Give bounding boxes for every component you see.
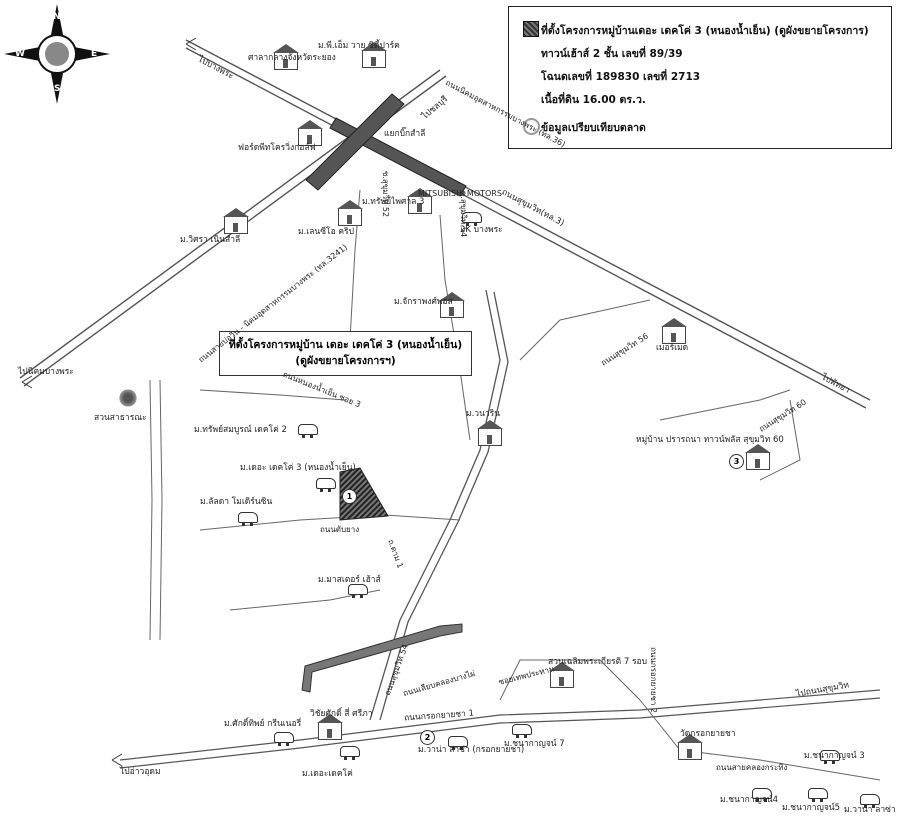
- legend-market: ข้อมูลเปรียบเทียบตลาด: [541, 122, 646, 134]
- ford-icon: [297, 120, 323, 146]
- car-icon: [860, 794, 880, 808]
- label-park: สวนสาธารณะ: [94, 413, 147, 423]
- legend-line2: ทาวน์เฮ้าส์ 2 ชั้น เลขที่ 89/39: [541, 48, 683, 60]
- market-circle-icon: [523, 118, 540, 135]
- house-icon: [223, 208, 249, 234]
- label-m-chan5: ม.ชนากาญจน์5: [782, 803, 841, 813]
- house-icon: [439, 292, 465, 318]
- label-m-masterd: ม.มาสเตอร์ เฮ้าส์: [318, 575, 381, 585]
- compass-s: S: [54, 84, 61, 94]
- car-icon: [274, 732, 294, 746]
- label-m-sakdi: ม.ศักดิ์ทิพย์ กรีนเนอรี่: [224, 719, 302, 729]
- label-vichai: วิชัยศักดิ์ สี่ ศรีภา: [310, 709, 373, 719]
- label-m-laddarom: ม.ลัลดา โมเดิร์นซิน: [200, 497, 273, 507]
- label-soi-tabyang: ถนนตับยาง: [320, 525, 360, 534]
- label-kroksong: ถนนสายคลองกระทิง: [716, 763, 788, 772]
- label-m-wanrin: ม.วนาริน: [466, 409, 501, 419]
- car-icon: [298, 424, 318, 438]
- car-icon: [512, 724, 532, 738]
- building-icon: [273, 44, 299, 70]
- project-swatch: [523, 21, 539, 37]
- label-m-pm: ม.พี.เอ็ม วาย ซิตี้ปาร์ค: [318, 41, 400, 51]
- label-m-chan4: ม.ชนากาญจน์4: [720, 795, 779, 805]
- car-icon: [808, 788, 828, 802]
- house-icon: [477, 420, 503, 446]
- label-m-chan3: ม.ชนากาญจน์ 3: [804, 751, 865, 761]
- building-icon: [317, 714, 343, 740]
- house-icon: [337, 200, 363, 226]
- label-soi52: ซ.สุขุมวิท 52: [381, 170, 391, 218]
- label-m-decco3: ม.เดอะ เดคโค่ 3 (หนองน้ำเย็น): [240, 463, 356, 473]
- legend-line4: เนื้อที่ดิน 16.00 ตร.ว.: [541, 94, 646, 106]
- park-tree-icon: [118, 388, 138, 408]
- label-soi-krathing: ถนนกรอกยายชา 2: [649, 647, 658, 713]
- label-seven: เมอร์เมด: [656, 343, 689, 353]
- car-icon: [462, 212, 482, 226]
- label-2k: 2K บางพระ: [460, 225, 503, 235]
- marker-3: 3: [729, 454, 744, 469]
- car-icon: [340, 746, 360, 760]
- car-icon: [820, 750, 840, 764]
- label-m-wisara: ม.วิศรา เนินสำลี: [180, 235, 241, 245]
- project-callout-line2: (ดูผังขยายโครงการฯ): [295, 355, 396, 367]
- label-m-sappaisal: ม.ทรัพย์ไพศาล 3: [362, 197, 425, 207]
- label-pagoda: สวนเฉลิมพระเกียรติ 7 รอบ: [548, 657, 648, 667]
- house-icon: [745, 444, 771, 470]
- compass-n: N: [53, 12, 61, 22]
- label-m-decco: ม.เดอะเดคโค่: [302, 769, 353, 779]
- label-m-wanna: ม.วาน่า ลาซ่า (กรอกยายชา): [418, 745, 525, 755]
- legend-project: ที่ตั้งโครงการหมู่บ้านเดอะ เดคโค่ 3 (หนอ…: [541, 25, 869, 37]
- label-m-prasit: หมู่บ้าน ปรารถนา ทาวน์พลัส สุขุมวิท 60: [636, 435, 784, 445]
- label-temple: วัดกรอกยายชา: [680, 729, 736, 739]
- marker-2: 2: [420, 730, 435, 745]
- sukhumvit-road: [185, 39, 871, 401]
- label-junction: แยกบิ๊กสำลี: [384, 129, 426, 139]
- compass-w: W: [15, 49, 25, 59]
- car-icon: [752, 788, 772, 802]
- compass-icon: [4, 4, 110, 104]
- store-icon: [661, 318, 687, 344]
- project-callout: ที่ตั้งโครงการหมู่บ้าน เดอะ เดคโค่ 3 (หน…: [219, 331, 472, 376]
- car-icon: [238, 512, 258, 526]
- label-to-nikhom: ไปนิคมบางพระ: [18, 367, 74, 377]
- label-m-chakra: ม.จักราพงศ์พอส: [394, 297, 453, 307]
- pagoda-icon: [549, 662, 575, 688]
- label-mitsubishi: MITSUBISHI MOTORS: [418, 189, 502, 198]
- label-to-ao-udom: ไปอ่าวอุดม: [120, 767, 161, 777]
- label-m-sapsombun: ม.ทรัพย์สมบูรณ์ เดคโค่ 2: [194, 425, 287, 435]
- label-m-chonrat7: ม.ชนากาญจน์ 7: [504, 739, 565, 749]
- legend-line3: โฉนดเลขที่ 189830 เลขที่ 2713: [541, 71, 701, 83]
- compass-e: E: [91, 49, 98, 59]
- car-icon: [348, 584, 368, 598]
- label-sala: ศาลากลางจังหวัดระยอง: [248, 53, 336, 63]
- temple-icon: [677, 734, 703, 760]
- canal: [301, 623, 463, 693]
- project-callout-line1: ที่ตั้งโครงการหมู่บ้าน เดอะ เดคโค่ 3 (หน…: [228, 339, 463, 351]
- house-icon: [407, 188, 433, 214]
- label-ford: ฟอร์ดพีทโครวิ่งกอล์ฟ: [238, 143, 316, 153]
- marker-1: 1: [342, 489, 357, 504]
- car-icon: [448, 736, 468, 750]
- compass-rose: N S W E: [2, 2, 110, 106]
- car-icon: [316, 478, 336, 492]
- label-m-wanna2: ม.วาน่า ลาซ่า: [844, 805, 896, 815]
- label-m-lensip: ม.เลนซีโอ คริป: [298, 227, 355, 237]
- map-legend: ที่ตั้งโครงการหมู่บ้านเดอะ เดคโค่ 3 (หนอ…: [508, 6, 892, 149]
- project-parcel: [339, 467, 389, 521]
- house-icon: [361, 42, 387, 68]
